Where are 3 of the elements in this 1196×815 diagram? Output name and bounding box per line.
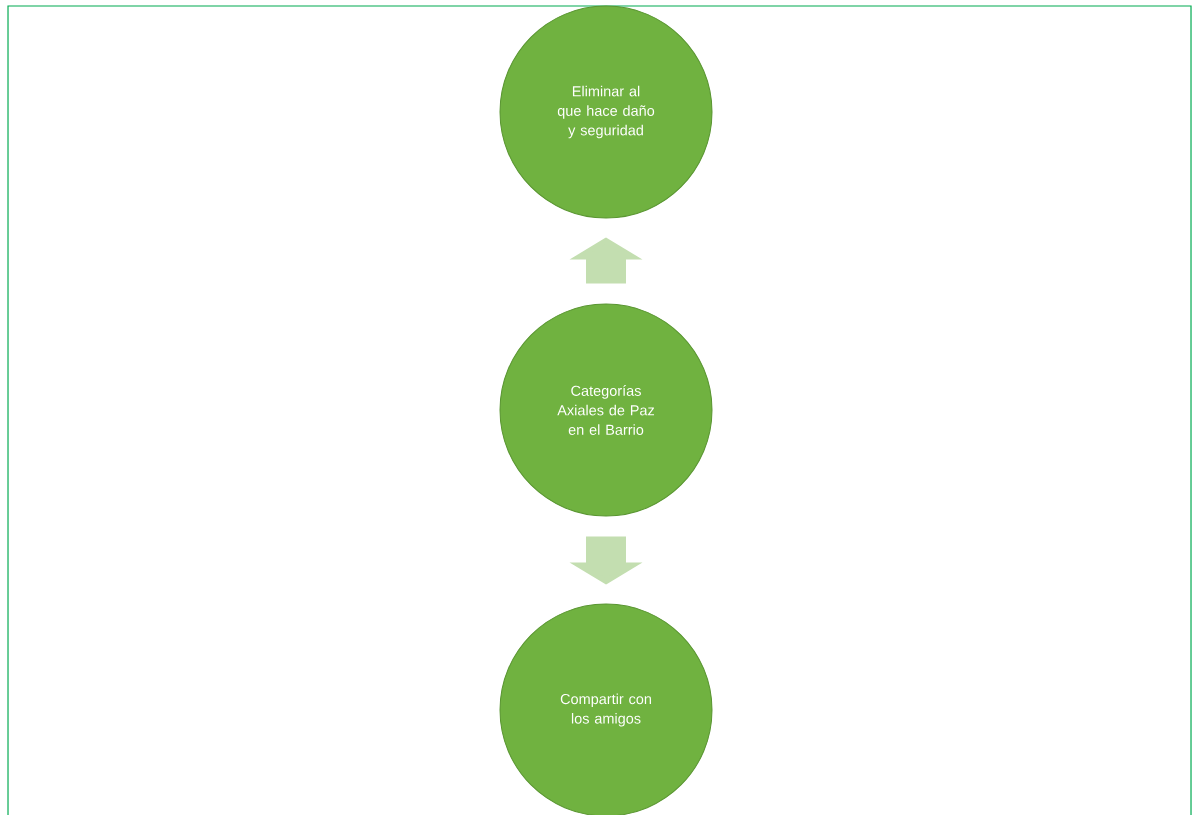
circle-node: Eliminar al que hace daño y seguridad bbox=[499, 5, 713, 219]
circle-node: Categorías Axiales de Paz en el Barrio bbox=[499, 303, 713, 517]
circle-node: Compartir con los amigos bbox=[499, 603, 713, 815]
